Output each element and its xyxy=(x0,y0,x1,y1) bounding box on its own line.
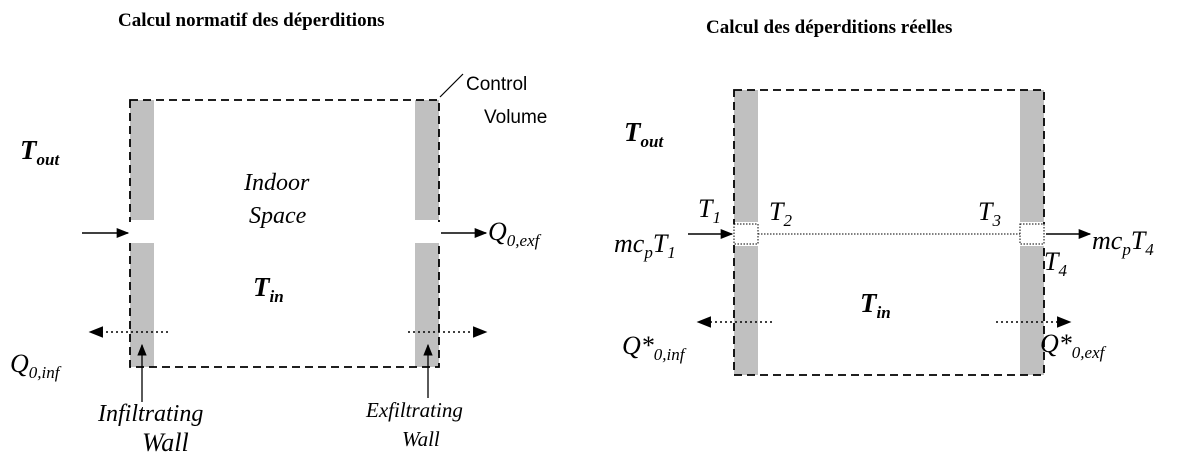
right-left-wall-upper xyxy=(734,90,758,222)
left-t-in: Tin xyxy=(253,272,284,306)
control-volume-pointer xyxy=(439,73,464,98)
right-control-volume xyxy=(733,89,1045,376)
exfiltrating-wall-label-1: Exfiltrating xyxy=(365,398,463,422)
right-t2: T2 xyxy=(769,197,792,230)
right-t3: T3 xyxy=(978,197,1001,230)
exfiltrating-wall-label-2: Wall xyxy=(402,427,440,451)
control-volume-label-2: Volume xyxy=(484,107,547,128)
right-t4: T4 xyxy=(1044,247,1067,280)
right-t1: T1 xyxy=(698,194,721,227)
right-exfiltration-crack xyxy=(1018,224,1046,244)
exfiltrating-wall-lower xyxy=(415,243,439,367)
control-volume-label-1: Control xyxy=(466,74,527,95)
right-t-in: Tin xyxy=(860,288,891,322)
right-right-wall-lower xyxy=(1020,246,1044,375)
right-q-exf-star: Q*0,exf xyxy=(1040,329,1107,362)
right-t-out: Tout xyxy=(624,117,664,151)
right-diagram: Calcul des déperditions réelles Tout T1 … xyxy=(614,17,1154,376)
left-t-out: Tout xyxy=(20,135,60,169)
indoor-space-label-1: Indoor xyxy=(243,170,310,196)
indoor-space-label-2: Space xyxy=(249,203,307,229)
exfiltrating-wall-upper xyxy=(415,100,439,220)
right-title: Calcul des déperditions réelles xyxy=(706,17,952,38)
left-q-inf: Q0,inf xyxy=(10,349,62,382)
infiltrating-wall-upper xyxy=(130,100,154,220)
left-infiltration-crack xyxy=(128,222,156,242)
infiltrating-wall-label-2: Wall xyxy=(142,428,189,457)
right-mcp-t1: mcpT1 xyxy=(614,229,676,262)
right-q-inf-star: Q*0,inf xyxy=(622,331,687,364)
right-infiltration-crack xyxy=(732,224,760,244)
right-mcp-t4: mcpT4 xyxy=(1092,226,1154,259)
left-diagram: Calcul normatif des déperditions Control… xyxy=(10,10,547,457)
left-exfiltration-crack xyxy=(413,222,441,242)
left-control-volume xyxy=(129,99,440,368)
left-q-exf: Q0,exf xyxy=(488,217,542,250)
right-right-wall-upper xyxy=(1020,90,1044,222)
left-title: Calcul normatif des déperditions xyxy=(118,10,385,31)
infiltrating-wall-label-1: Infiltrating xyxy=(97,401,203,427)
right-left-wall-lower xyxy=(734,246,758,375)
